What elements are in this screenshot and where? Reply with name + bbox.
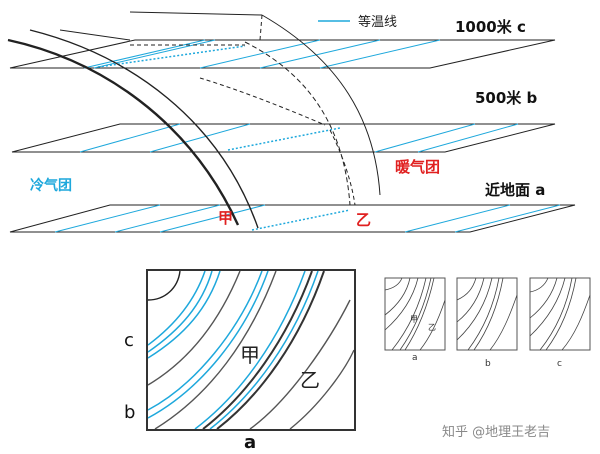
point-jia-label: 甲: [218, 209, 233, 227]
thumb-b-label: b: [485, 359, 491, 369]
plane-a: [9, 204, 576, 233]
cold-air-mass-label: 冷气团: [30, 177, 72, 194]
warm-air-mass-label: 暖气团: [395, 158, 440, 176]
plane-c: [9, 39, 556, 69]
map-label-a: a: [244, 432, 256, 453]
thumbnail-c: c: [529, 277, 591, 369]
map-label-c: c: [124, 330, 134, 351]
thumb-a-jia: 甲: [410, 315, 418, 324]
point-yi-label: 乙: [356, 211, 371, 229]
isotherm-map: 甲 乙 c b a: [124, 269, 356, 453]
plane-b: [11, 123, 556, 153]
thumb-a-label: a: [412, 353, 418, 363]
level-label-a: 近地面 a: [485, 181, 545, 199]
map-label-b: b: [124, 402, 135, 423]
watermark: 知乎 @地理王老吉: [442, 424, 550, 440]
map-point-yi: 乙: [300, 368, 320, 392]
map-point-jia: 甲: [240, 343, 260, 367]
thumb-a-yi: 乙: [428, 323, 436, 332]
legend-isotherm-label: 等温线: [358, 14, 397, 30]
level-label-b: 500米 b: [475, 89, 538, 107]
level-label-c: 1000米 c: [455, 18, 526, 36]
front-surface: [7, 11, 381, 229]
legend: 等温线: [318, 14, 397, 30]
thumbnail-a: 甲 乙 a: [384, 277, 446, 363]
thumbnail-b: b: [456, 277, 518, 369]
thumb-c-label: c: [557, 359, 562, 369]
